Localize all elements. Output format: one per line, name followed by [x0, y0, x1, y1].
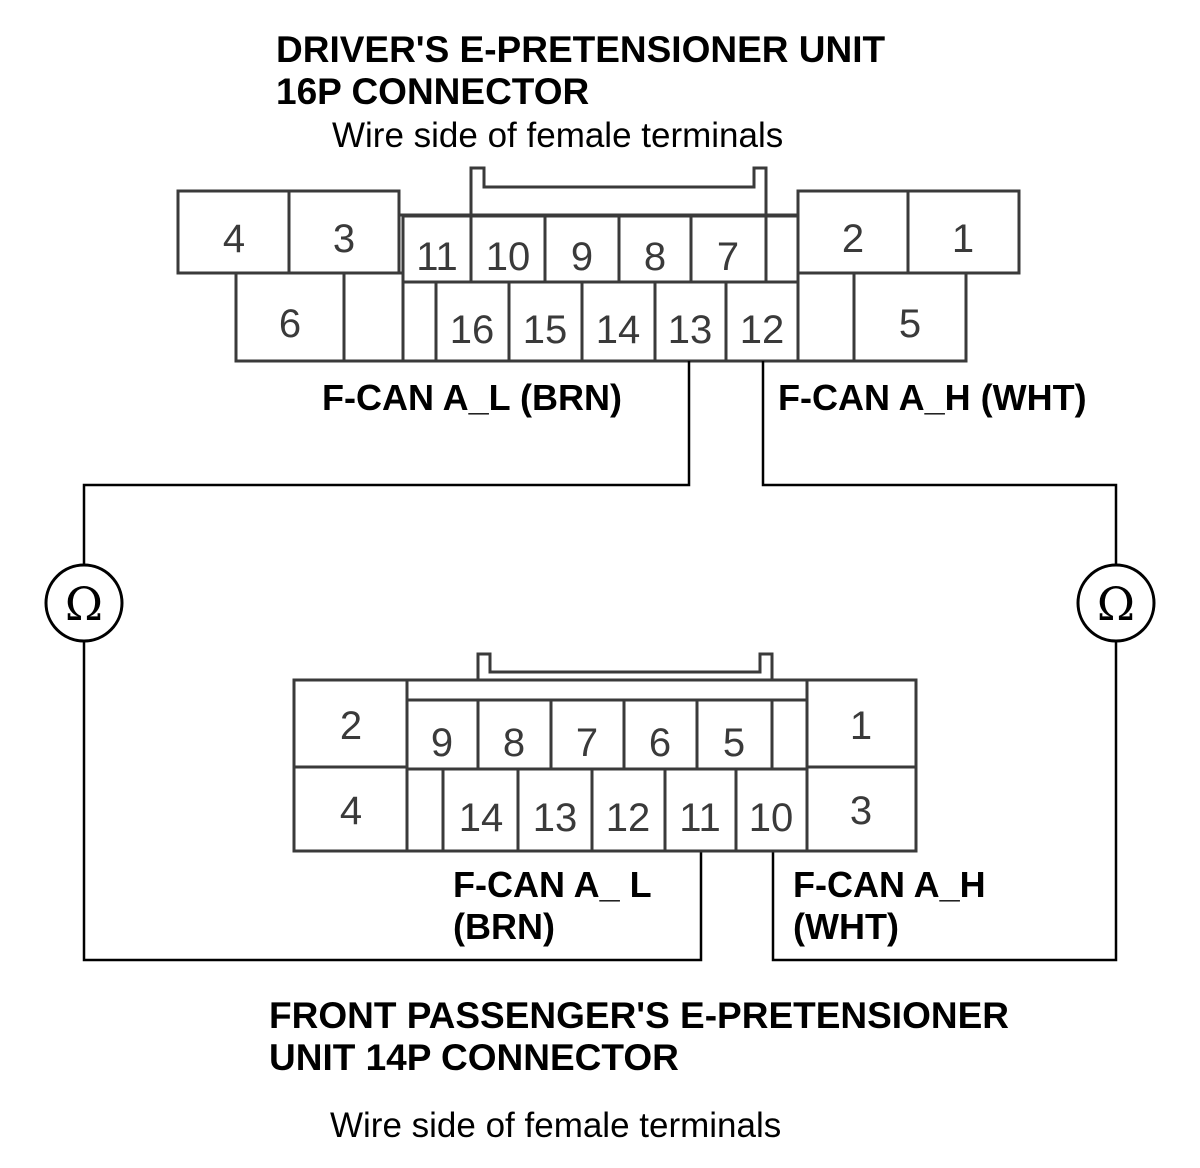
driver-pin-label: 5: [899, 302, 921, 346]
driver-pin-cell-empty-b: [401, 280, 438, 363]
driver-pin-label: 9: [571, 235, 593, 279]
passenger-pin-label: 6: [649, 721, 671, 765]
ohmmeter-circle: [44, 563, 124, 643]
passenger-pin-label: 1: [850, 704, 872, 748]
driver-16p-connector: 4 3 11 10 9 8 7 2 1 6 16 15 14 13 12 5: [176, 166, 1021, 363]
passenger-pin-cell-empty-bottom: [405, 767, 445, 853]
passenger-view-label: Wire side of female terminals: [330, 1106, 781, 1145]
passenger-pin-label: 13: [533, 796, 578, 840]
passenger-can-low-label-line2: (BRN): [453, 906, 555, 947]
passenger-pin-cell-6: [622, 698, 699, 771]
wire-can-low-upper: [82, 361, 691, 565]
wire-can-high-upper: [761, 361, 1118, 565]
driver-pin-cell-7: [689, 214, 768, 284]
passenger-pin-cell-5: [695, 698, 774, 771]
driver-pin-label: 8: [644, 235, 666, 279]
driver-connector-latch: [469, 166, 768, 216]
driver-pin-label: 7: [717, 235, 739, 279]
driver-pin-label: 6: [279, 302, 301, 346]
driver-pin-label: 2: [842, 217, 864, 261]
passenger-connector-title-line2: UNIT 14P CONNECTOR: [269, 1037, 679, 1078]
passenger-pin-label: 9: [431, 721, 453, 765]
driver-pin-label: 12: [740, 308, 785, 352]
driver-pin-label: 11: [416, 235, 458, 279]
passenger-can-high-label-line1: F-CAN A_H: [793, 864, 986, 905]
driver-pin-cell-12: [724, 280, 800, 363]
passenger-pin-label: 7: [576, 721, 598, 765]
driver-pin-label: 14: [596, 308, 641, 352]
passenger-14p-connector: 2 9 8 7 6 5 1 4 14 13 12 11 10 3: [292, 652, 918, 853]
driver-pin-cell-15: [507, 280, 584, 363]
passenger-pin-cell-empty-top: [770, 698, 809, 771]
passenger-pin-label: 12: [606, 796, 651, 840]
passenger-pin-label: 8: [503, 721, 525, 765]
passenger-pin-label: 14: [459, 796, 504, 840]
wire-can-low-lower: [82, 642, 703, 962]
passenger-pin-label: 5: [723, 721, 745, 765]
wiring: [82, 361, 1118, 962]
ohmmeter-circle: [1076, 563, 1156, 643]
ohmmeter-right: Ω: [1076, 563, 1156, 643]
ohmmeter-left: Ω: [44, 563, 124, 643]
passenger-pin-cell-3: [805, 765, 918, 853]
passenger-pin-label: 11: [679, 796, 721, 840]
passenger-pin-cell-10: [734, 767, 809, 853]
driver-pin-label: 16: [450, 308, 495, 352]
driver-pin-cell-empty-a: [342, 271, 405, 363]
passenger-pin-label: 10: [749, 796, 794, 840]
passenger-pin-cell-4: [292, 765, 409, 853]
driver-pin-cell-16: [434, 280, 511, 363]
passenger-pin-label: 3: [850, 789, 872, 833]
passenger-connector-title-line1: FRONT PASSENGER'S E-PRETENSIONER: [269, 995, 1009, 1036]
driver-pin-label: 3: [333, 217, 355, 261]
driver-connector-title-line2: 16P CONNECTOR: [276, 71, 589, 112]
passenger-pin-cell-11: [663, 767, 738, 853]
driver-pin-cell-4: [176, 189, 291, 275]
driver-pin-label: 15: [523, 308, 568, 352]
driver-can-low-label: F-CAN A_L (BRN): [322, 377, 622, 418]
passenger-pin-cell-12: [590, 767, 667, 853]
passenger-pin-label: 2: [340, 704, 362, 748]
ohm-symbol-icon: Ω: [65, 577, 103, 631]
driver-pin-label: 1: [952, 217, 974, 261]
passenger-pin-cell-13: [516, 767, 594, 853]
driver-pin-cell-9: [543, 214, 621, 284]
driver-connector-title-line1: DRIVER'S E-PRETENSIONER UNIT: [276, 29, 885, 70]
passenger-pin-label: 4: [340, 789, 362, 833]
wire-can-high-lower: [771, 642, 1118, 962]
driver-can-high-label: F-CAN A_H (WHT): [778, 377, 1087, 418]
ohm-symbol-icon: Ω: [1097, 577, 1135, 631]
driver-pin-cell-14: [580, 280, 657, 363]
driver-view-label: Wire side of female terminals: [332, 116, 783, 155]
driver-pin-label: 10: [486, 235, 531, 279]
driver-pin-cell-empty-c: [796, 271, 856, 363]
driver-pin-cell-5: [852, 271, 968, 363]
driver-pin-label: 4: [223, 217, 245, 261]
passenger-can-low-label-line1: F-CAN A_ L: [453, 864, 652, 905]
driver-pin-cell-empty-top: [764, 214, 800, 284]
passenger-can-high-label-line2: (WHT): [793, 906, 899, 947]
driver-pin-label: 13: [668, 308, 713, 352]
